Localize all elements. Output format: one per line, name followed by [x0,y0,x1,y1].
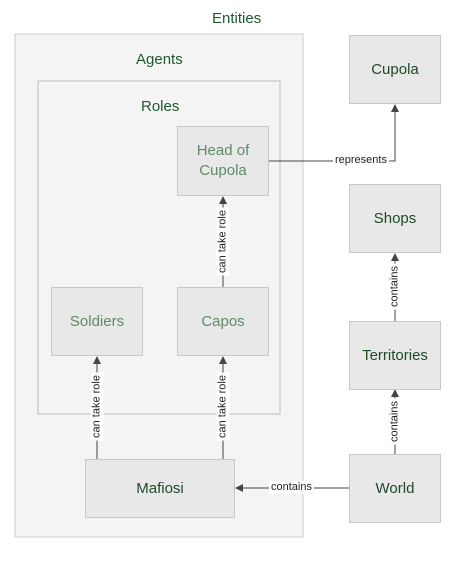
node-shops-label: Shops [373,209,417,227]
node-soldiers[interactable]: Soldiers [51,287,143,356]
node-cupola-label: Cupola [371,60,419,78]
node-head-of-cupola[interactable]: Head of Cupola [177,126,269,196]
node-shops[interactable]: Shops [349,184,441,253]
agents-group-title: Agents [136,51,183,68]
node-mafiosi-label: Mafiosi [136,479,184,497]
edge-represents [268,104,399,162]
roles-group-title: Roles [141,98,180,115]
node-territories-label: Territories [362,346,428,364]
edge-label-mafiosi-soldiers: can take role [90,372,104,441]
node-mafiosi[interactable]: Mafiosi [85,459,235,518]
node-soldiers-label: Soldiers [69,312,125,330]
node-head-of-cupola-label: Head of Cupola [196,142,250,179]
node-territories[interactable]: Territories [349,321,441,390]
edge-label-mafiosi-capos: can take role [216,372,230,441]
node-world-label: World [375,479,415,497]
node-capos[interactable]: Capos [177,287,269,356]
edge-label-territories-shops: contains [388,263,402,310]
edge-label-world-territories: contains [388,398,402,445]
node-cupola[interactable]: Cupola [349,35,441,104]
edge-label-world-mafiosi: contains [269,481,314,494]
diagram-title: Entities [212,10,262,27]
edge-label-represents: represents [333,154,389,167]
edge-label-capos-head: can take role [216,207,230,276]
node-capos-label: Capos [201,312,245,330]
node-world[interactable]: World [349,454,441,523]
